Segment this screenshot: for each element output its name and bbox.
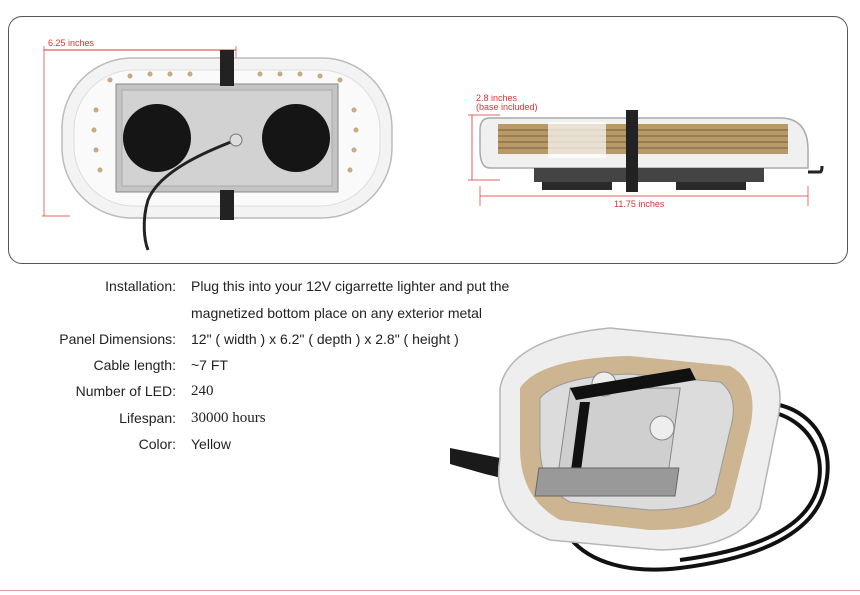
side-view-image [468,110,824,206]
height-dimension-note: (base included) [476,102,538,112]
bottom-divider [0,590,860,591]
spec-label: Number of LED: [75,383,176,399]
spec-value: Yellow [191,436,231,452]
specs-list: Installation: Plug this into your 12V ci… [6,277,566,457]
spec-value: 30000 hours [191,410,266,426]
length-dimension-label: 11.75 inches [614,199,665,209]
spec-label: Color: [138,436,176,452]
spec-value: Plug this into your 12V cigarrette light… [191,278,510,294]
spec-value: ~7 FT [191,357,228,373]
spec-value: magnetized bottom place on any exterior … [191,305,483,321]
width-dimension-label: 6.25 inches [48,38,95,48]
height-dimension-label: 2.8 inches [476,93,518,103]
spec-label: Cable length: [93,357,176,373]
product-photo [450,327,830,572]
spec-value: 240 [191,383,214,399]
spec-label: Panel Dimensions: [59,331,176,347]
bottom-view-image [42,46,393,251]
spec-value: 12" ( width ) x 6.2" ( depth ) x 2.8" ( … [191,331,459,347]
spec-label: Lifespan: [119,410,176,426]
spec-label: Installation: [105,278,176,294]
